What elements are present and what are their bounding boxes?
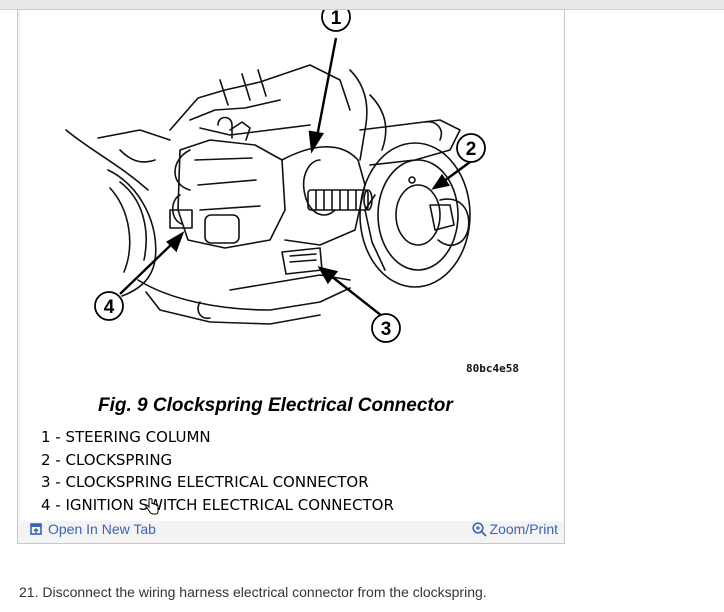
figure-action-bar: Open In New Tab Zoom/Print — [18, 518, 564, 543]
zoom-print-label: Zoom/Print — [489, 521, 558, 537]
callout-2: 2 — [466, 139, 477, 160]
figure-code: 80bc4e58 — [466, 362, 519, 375]
callout-4: 4 — [104, 297, 115, 318]
legend-item: 3 - CLOCKSPRING ELECTRICAL CONNECTOR — [41, 473, 369, 492]
hand-pointer-icon — [145, 498, 159, 515]
legend-item: 1 - STEERING COLUMN — [41, 428, 211, 446]
callout-1-circle — [321, 10, 351, 32]
open-in-new-tab-link[interactable]: Open In New Tab — [30, 521, 156, 537]
callout-3: 3 — [381, 319, 392, 340]
callout-4-circle — [94, 291, 124, 321]
figure-image[interactable]: 1 2 3 4 80bc4e58 Fig. 9 Clockspring Elec… — [20, 10, 564, 521]
legend-item: 4 - IGNITION SWITCH ELECTRICAL CONNECTOR — [41, 495, 394, 514]
figure-legend: 1 - STEERING COLUMN 2 - CLOCKSPRING 3 - … — [41, 426, 394, 516]
legend-item: 2 - CLOCKSPRING — [41, 450, 173, 469]
callout-1: 1 — [331, 10, 342, 29]
callout-3-circle — [371, 313, 401, 343]
zoom-icon — [471, 521, 487, 537]
figure-title: Fig. 9 Clockspring Electrical Connector — [98, 395, 453, 416]
zoom-print-link[interactable]: Zoom/Print — [471, 521, 558, 537]
open-in-new-tab-label: Open In New Tab — [48, 521, 156, 537]
step-instruction: 21. Disconnect the wiring harness electr… — [19, 584, 487, 600]
callout-2-circle — [456, 133, 486, 163]
open-in-new-tab-icon — [30, 523, 42, 535]
figure-card: 1 2 3 4 80bc4e58 Fig. 9 Clockspring Elec… — [17, 9, 565, 544]
steering-column-diagram: 1 2 3 4 — [65, 10, 486, 343]
